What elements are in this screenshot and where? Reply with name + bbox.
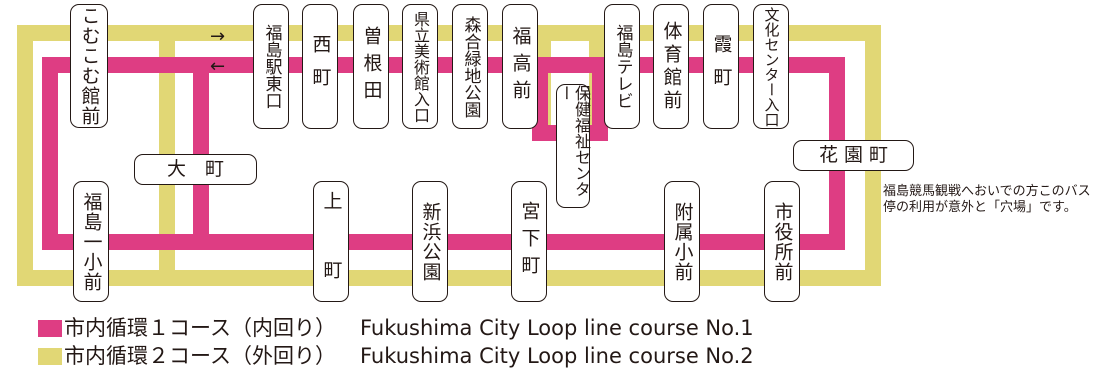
stop-sone-da[interactable]: 曽根田: [353, 4, 389, 129]
stop-komukomu[interactable]: こむこむ館前: [70, 4, 108, 128]
legend-item-route2: 市内循環２コース（外回り） Fukushima City Loop line c…: [38, 346, 754, 367]
stop-shiyakusho[interactable]: 市役所前: [764, 181, 800, 302]
stop-fukushima-eki-higashi[interactable]: 福島駅東口: [253, 4, 289, 129]
stop-hoken-fukushi[interactable]: 保健福祉センター: [556, 84, 591, 208]
inbound-arrow: ←: [210, 56, 226, 77]
stop-bunka-center[interactable]: 文化センター入口: [753, 4, 789, 129]
stop-taiikukan[interactable]: 体育館前: [653, 4, 689, 129]
route2-swatch: [38, 348, 62, 365]
route1-swatch: [38, 320, 62, 337]
route2-name-en: Fukushima City Loop line course No.2: [359, 344, 754, 368]
stop-morinoai[interactable]: 森合緑地公園: [452, 4, 488, 129]
route1-name-en: Fukushima City Loop line course No.1: [359, 316, 754, 340]
stop-fukushima-ichi[interactable]: 福島一小前: [73, 181, 109, 302]
stop-miyashita[interactable]: 宮下町: [511, 181, 547, 302]
stop-fuzoku[interactable]: 附属小前: [664, 181, 700, 302]
stop-shinhama[interactable]: 新浜公園: [412, 181, 448, 302]
stop-kenritsu-bijutsukan[interactable]: 県立美術館入口: [402, 4, 438, 129]
racing-note: 福島競馬観戦へおいでの方このバス停の利用が意外と「穴場」です。: [883, 184, 1091, 215]
route2-name-ja: 市内循環２コース（外回り）: [64, 344, 336, 368]
outbound-arrow: →: [210, 26, 226, 47]
stop-oomachi[interactable]: 大 町: [134, 154, 257, 185]
stop-kami-machi[interactable]: 上 町: [313, 181, 349, 302]
legend-item-route1: 市内循環１コース（内回り） Fukushima City Loop line c…: [38, 318, 754, 339]
route1-name-ja: 市内循環１コース（内回り）: [64, 316, 336, 340]
stop-nishi-machi[interactable]: 西町: [302, 4, 338, 129]
stop-fukushima-kou[interactable]: 福高前: [502, 4, 538, 129]
stop-hanazono[interactable]: 花 園 町: [793, 140, 914, 171]
stop-fukushima-tv[interactable]: 福島テレビ: [604, 4, 640, 129]
stop-kasumi-machi[interactable]: 霞町: [703, 4, 739, 129]
